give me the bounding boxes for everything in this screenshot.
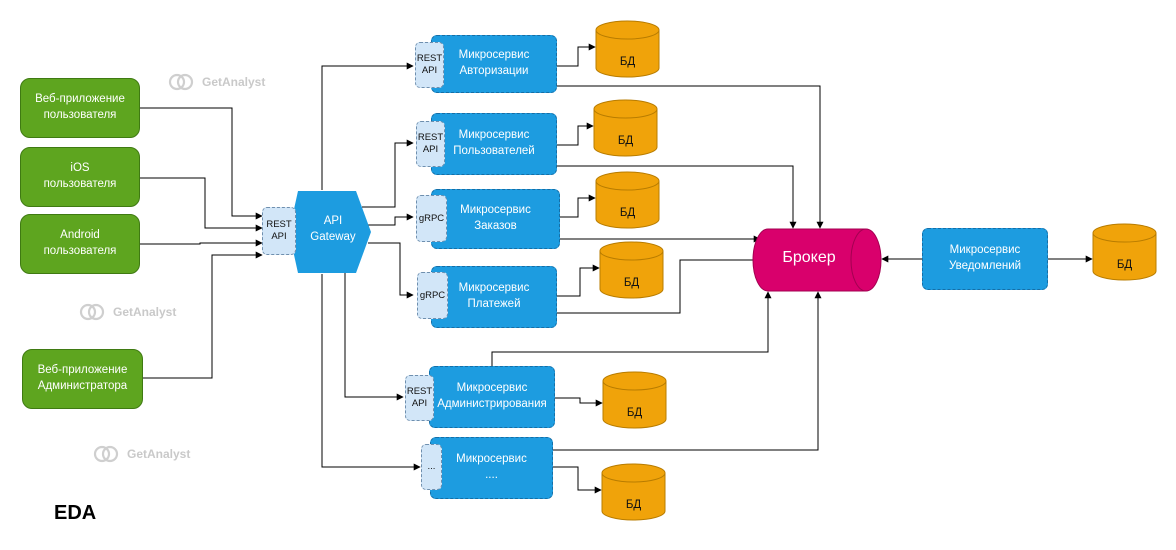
gateway-interface[interactable]: REST API <box>262 207 296 255</box>
edge-web-user-to-gateway <box>140 107 263 220</box>
getanalyst-logo-icon <box>93 445 119 463</box>
database-label: БД <box>619 56 636 68</box>
edge-gateway-to-orders <box>368 213 414 226</box>
database-admin[interactable]: БД <box>602 371 667 429</box>
edge-web-admin-to-gateway <box>143 251 263 379</box>
diagram-title: EDA <box>54 502 97 524</box>
broker-cylinder-shape <box>752 228 882 292</box>
service-other-interface[interactable]: ... <box>421 444 442 490</box>
getanalyst-logo-icon <box>168 73 194 91</box>
edge-payments-to-broker <box>557 256 761 314</box>
watermark-text: GetAnalyst <box>113 305 177 319</box>
edge-auth-to-db <box>557 43 596 67</box>
service-users[interactable]: Микросервис Пользователей <box>431 113 557 175</box>
edge-admin-to-db <box>555 397 603 407</box>
watermark-text: GetAnalyst <box>202 75 266 89</box>
database-orders[interactable]: БД <box>595 171 660 229</box>
database-cylinder-icon <box>593 99 658 157</box>
edge-other-to-broker <box>553 291 822 451</box>
database-auth[interactable]: БД <box>595 20 660 78</box>
database-cylinder-icon <box>602 371 667 429</box>
watermark-bottom: GetAnalyst <box>93 444 190 464</box>
service-orders[interactable]: Микросервис Заказов <box>431 189 560 249</box>
service-admin-interface[interactable]: REST API <box>405 375 434 421</box>
service-other[interactable]: Микросервис .... <box>430 437 553 499</box>
database-users[interactable]: БД <box>593 99 658 157</box>
edge-admin-to-broker <box>491 291 772 366</box>
client-ios-user[interactable]: iOS пользователя <box>20 147 140 207</box>
edge-ios-to-gateway <box>140 177 263 232</box>
client-web-user[interactable]: Веб-приложение пользователя <box>20 78 140 138</box>
service-users-interface[interactable]: REST API <box>416 121 445 167</box>
service-orders-interface[interactable]: gRPC <box>416 195 447 242</box>
broker-label: Брокер <box>782 249 836 266</box>
database-label: БД <box>617 135 634 147</box>
database-payments[interactable]: БД <box>599 241 664 299</box>
service-admin[interactable]: Микросервис Администрирования <box>429 366 555 428</box>
service-auth[interactable]: Микросервис Авторизации <box>431 35 557 93</box>
edge-gateway-to-users <box>362 139 414 208</box>
edge-orders-to-db <box>560 194 596 218</box>
database-label: БД <box>626 407 643 419</box>
service-notifications[interactable]: Микросервис Уведомлений <box>922 228 1048 290</box>
database-other[interactable]: БД <box>601 463 666 521</box>
client-android-user[interactable]: Android пользователя <box>20 214 140 274</box>
service-payments[interactable]: Микросервис Платежей <box>431 266 557 328</box>
database-cylinder-icon <box>599 241 664 299</box>
database-label: БД <box>1116 259 1133 271</box>
service-auth-interface[interactable]: REST API <box>415 42 444 88</box>
edge-gateway-to-auth <box>321 62 414 190</box>
edge-other-to-db <box>553 466 602 494</box>
edge-gateway-to-payments <box>368 242 414 299</box>
getanalyst-logo-icon <box>79 303 105 321</box>
database-cylinder-icon <box>1092 223 1157 281</box>
database-cylinder-icon <box>595 171 660 229</box>
edge-gateway-to-admin <box>344 270 404 401</box>
gateway-shape <box>289 191 371 273</box>
edge-gateway-to-other <box>321 274 421 471</box>
message-broker[interactable]: Брокер <box>752 228 882 292</box>
database-cylinder-icon <box>595 20 660 78</box>
gateway-label: API Gateway <box>310 215 356 243</box>
database-cylinder-icon <box>601 463 666 521</box>
edge-android-to-gateway <box>140 239 263 247</box>
watermark-text: GetAnalyst <box>127 447 191 461</box>
edge-users-to-broker <box>557 165 797 229</box>
api-gateway[interactable]: API Gateway <box>288 190 372 274</box>
edge-users-to-db <box>557 122 594 146</box>
database-label: БД <box>619 207 636 219</box>
edge-payments-to-db <box>557 264 600 297</box>
database-notifications[interactable]: БД <box>1092 223 1157 281</box>
edge-auth-to-broker <box>557 85 824 229</box>
database-label: БД <box>625 499 642 511</box>
service-payments-interface[interactable]: gRPC <box>417 272 448 319</box>
watermark-top: GetAnalyst <box>168 72 265 92</box>
database-label: БД <box>623 277 640 289</box>
client-web-admin[interactable]: Веб-приложение Администратора <box>22 349 143 409</box>
watermark-middle: GetAnalyst <box>79 302 176 322</box>
